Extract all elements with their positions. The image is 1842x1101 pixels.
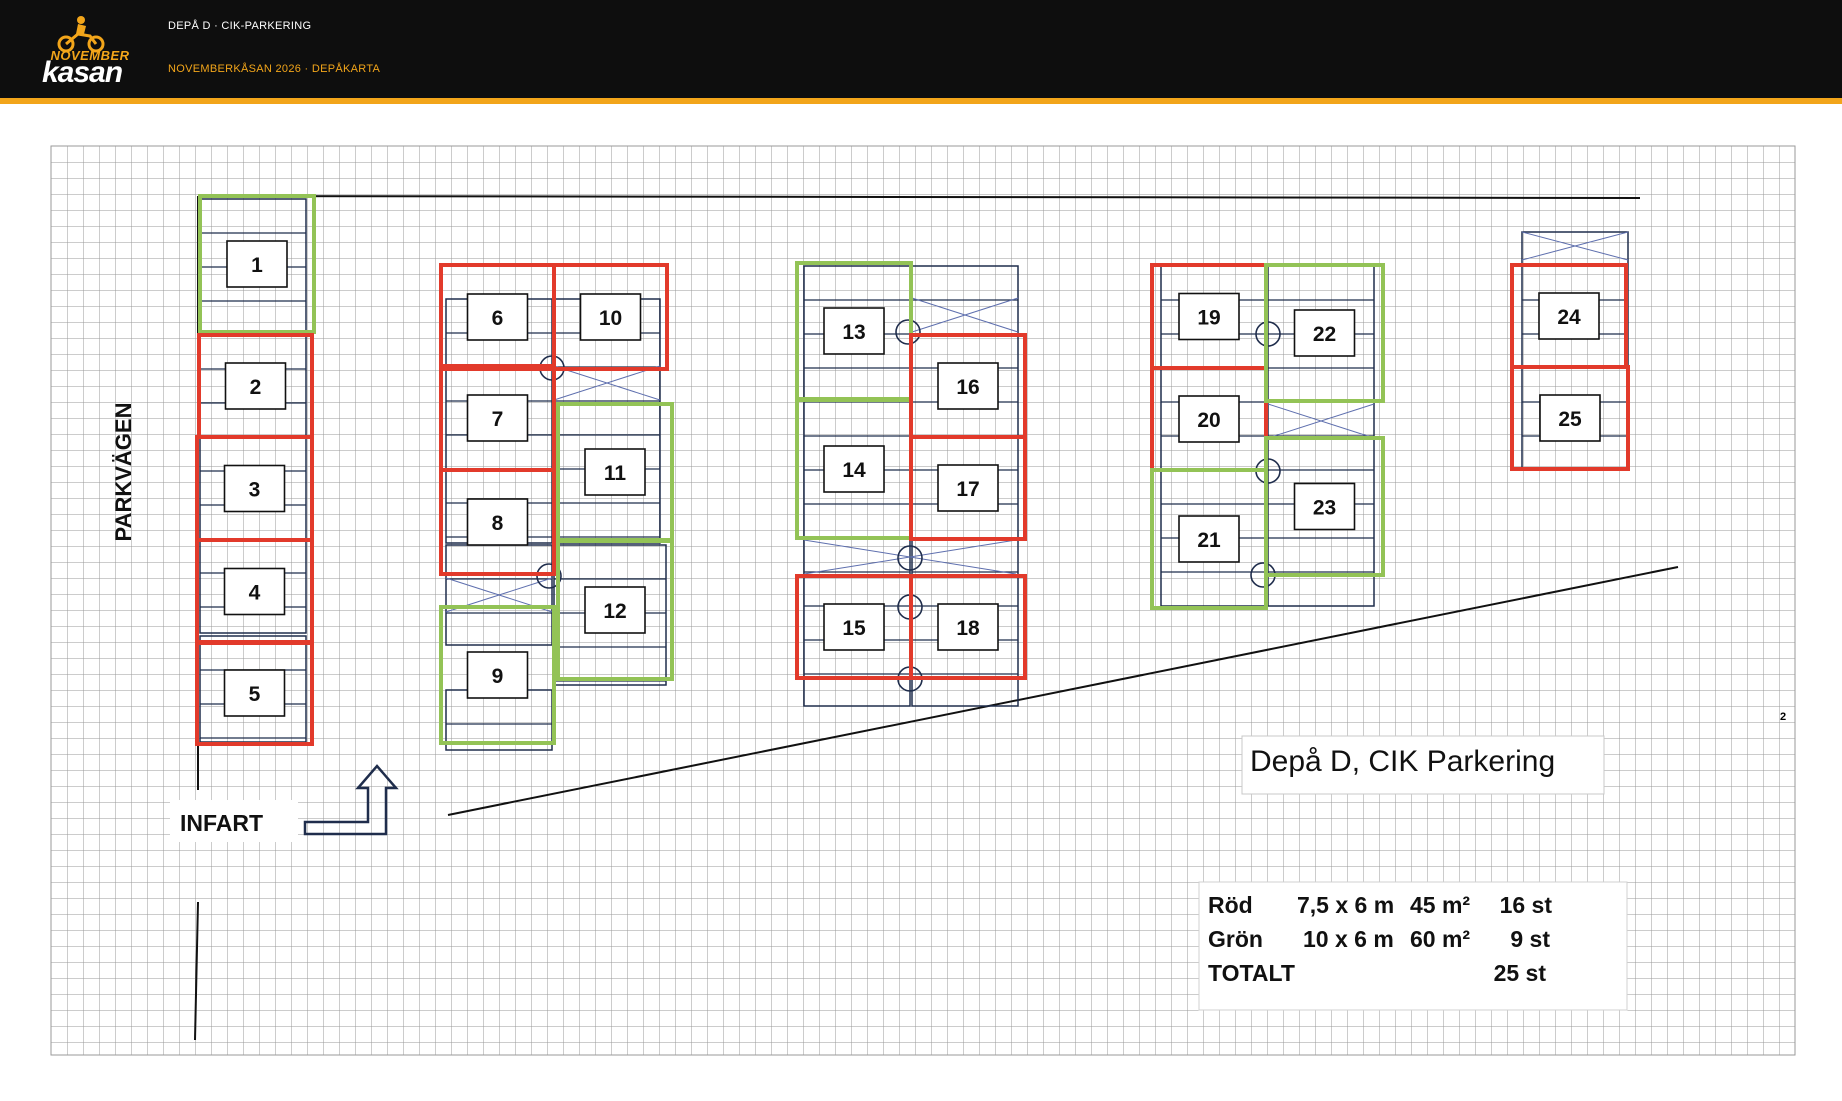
empty-stall-cross	[553, 365, 661, 401]
spot-19-label-box	[1178, 292, 1240, 341]
legend-total-count: 25 st	[1494, 960, 1547, 986]
spot-9-number: 9	[492, 665, 504, 688]
spot-14-label-box	[823, 445, 885, 493]
spot-6-number: 6	[492, 307, 504, 330]
spot-2-number: 2	[250, 376, 262, 399]
spot-17-outline	[909, 435, 1027, 541]
spot-9-label-box	[466, 651, 529, 699]
spot-12-label-box	[584, 586, 646, 634]
spot-25-number: 25	[1558, 408, 1582, 431]
spot-21-number: 21	[1197, 529, 1221, 552]
spot-24-label-box	[1538, 292, 1600, 340]
spot-12-number: 12	[603, 600, 626, 623]
legend-green-count: 9 st	[1510, 926, 1550, 952]
spot-13-number: 13	[842, 321, 865, 344]
logo-main-text: kasan	[41, 56, 123, 89]
spot-18-outline	[909, 574, 1027, 680]
legend-red-color: Röd	[1208, 892, 1253, 918]
logo-top-text: NOVEMBER	[50, 48, 130, 63]
legend-green-size: 10 x 6 m	[1303, 926, 1394, 952]
spot-22-number: 22	[1313, 323, 1336, 346]
spot-20-number: 20	[1197, 409, 1220, 432]
spot-10-label-box	[579, 293, 642, 341]
header-title: DEPÅ D · CIK-PARKERING	[168, 20, 312, 32]
road-label: PARKVÄGEN	[111, 403, 136, 542]
spot-8-label-box	[466, 498, 529, 546]
spot-2-label-box	[224, 362, 287, 410]
spot-1-label-box	[226, 240, 288, 288]
spot-25-outline	[1510, 365, 1630, 471]
spot-5-number: 5	[249, 683, 261, 706]
road-label-group: PARKVÄGEN	[111, 403, 136, 542]
spot-17-label-box	[937, 464, 999, 512]
spot-20-label-box	[1178, 395, 1240, 443]
empty-stall-cross	[803, 539, 1017, 575]
spot-4-number: 4	[249, 582, 261, 605]
spot-1-outline	[198, 194, 316, 334]
empty-stall-cross	[911, 297, 1019, 333]
parking-spots: 1234567891011121314151617181920212223242…	[195, 194, 1630, 746]
spot-3-label-box	[223, 464, 286, 513]
spot-16-number: 16	[956, 376, 979, 399]
spot-8-number: 8	[492, 512, 504, 535]
legend-box	[1198, 881, 1628, 1011]
spot-24-number: 24	[1557, 306, 1581, 329]
spot-7-number: 7	[492, 408, 504, 431]
spot-14-number: 14	[842, 459, 866, 482]
spot-3-number: 3	[249, 479, 261, 502]
spot-12-outline	[556, 539, 674, 681]
spot-9-outline	[439, 605, 556, 745]
junction-circle	[895, 319, 921, 345]
spot-23-outline	[1264, 436, 1385, 577]
spot-22-label-box	[1293, 309, 1356, 357]
entrance-arrow-icon	[303, 764, 399, 836]
spot-1-number: 1	[251, 254, 263, 277]
map-title: Depå D, CIK Parkering	[1250, 745, 1555, 778]
legend-green-color: Grön	[1208, 926, 1263, 952]
entrance-label: INFART	[180, 810, 263, 836]
spot-4-label-box	[223, 567, 286, 616]
spot-25-label-box	[1539, 394, 1601, 442]
empty-stall-cross	[1267, 403, 1375, 439]
spot-18-label-box	[937, 603, 999, 651]
legend-total-label: TOTALT	[1208, 960, 1295, 986]
spot-23-number: 23	[1313, 497, 1336, 520]
legend-red-size: 7,5 x 6 m	[1297, 892, 1394, 918]
spot-5-outline	[195, 640, 314, 746]
spot-17-number: 17	[956, 478, 979, 501]
spot-11-label-box	[584, 448, 646, 496]
spot-18-number: 18	[956, 617, 980, 640]
spot-7-label-box	[466, 394, 529, 442]
spot-11-number: 11	[604, 462, 627, 485]
spot-16-label-box	[937, 362, 999, 410]
spot-5-label-box	[223, 669, 286, 717]
empty-stall-cross	[1521, 231, 1629, 261]
spot-19-number: 19	[1197, 307, 1220, 330]
spot-8-outline	[439, 468, 556, 576]
legend-green-area: 60 m²	[1410, 926, 1470, 952]
junction-circle	[897, 545, 923, 571]
entrance-label-bg	[170, 800, 298, 842]
spot-10-outline	[552, 263, 669, 371]
spot-23-label-box	[1293, 482, 1356, 531]
spot-10-number: 10	[599, 307, 622, 330]
spot-22-outline	[1264, 263, 1385, 403]
spot-21-label-box	[1178, 515, 1240, 563]
header-bar: NOVEMBER kasan DEPÅ D · CIK-PARKERING NO…	[0, 0, 1842, 98]
map-title-box	[1241, 735, 1605, 795]
legend-red-area: 45 m²	[1410, 892, 1470, 918]
spot-15-number: 15	[842, 617, 866, 640]
header-subtitle: NOVEMBERKÅSAN 2026 · DEPÅKARTA	[168, 63, 381, 75]
legend-table: Röd 7,5 x 6 m 45 m² 16 st Grön 10 x 6 m …	[1208, 892, 1552, 986]
page-number: 2	[1780, 711, 1787, 723]
header-accent-line	[0, 98, 1842, 104]
motorcycle-rider-icon	[57, 16, 105, 53]
spot-15-label-box	[823, 603, 885, 651]
spot-6-label-box	[466, 293, 529, 341]
novemberkasan-logo: NOVEMBER kasan	[26, 14, 138, 88]
spot-13-label-box	[823, 307, 885, 355]
legend-red-count: 16 st	[1500, 892, 1553, 918]
